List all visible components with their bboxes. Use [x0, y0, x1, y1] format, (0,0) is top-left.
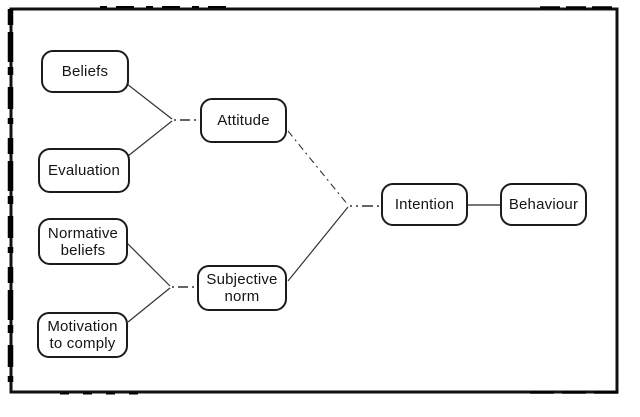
node-beliefs: Beliefs [41, 50, 129, 93]
node-intention: Intention [381, 183, 468, 226]
node-subjective-norm: Subjective norm [197, 265, 287, 311]
node-beliefs-label: Beliefs [61, 63, 109, 80]
node-evaluation-label: Evaluation [47, 162, 121, 179]
node-normative-beliefs-label: Normative beliefs [47, 224, 119, 259]
figure-border [7, 6, 619, 395]
node-behaviour: Behaviour [500, 183, 587, 226]
node-motivation-to-comply-label: Motivation to comply [47, 318, 118, 352]
node-behaviour-label: Behaviour [508, 196, 579, 213]
node-normative-beliefs: Normative beliefs [38, 218, 128, 265]
node-attitude-label: Attitude [217, 112, 270, 129]
node-motivation-to-comply: Motivation to comply [37, 312, 128, 358]
node-intention-label: Intention [394, 196, 455, 213]
node-attitude: Attitude [200, 98, 287, 143]
node-evaluation: Evaluation [38, 148, 130, 193]
node-subjective-norm-label: Subjective norm [206, 271, 278, 305]
